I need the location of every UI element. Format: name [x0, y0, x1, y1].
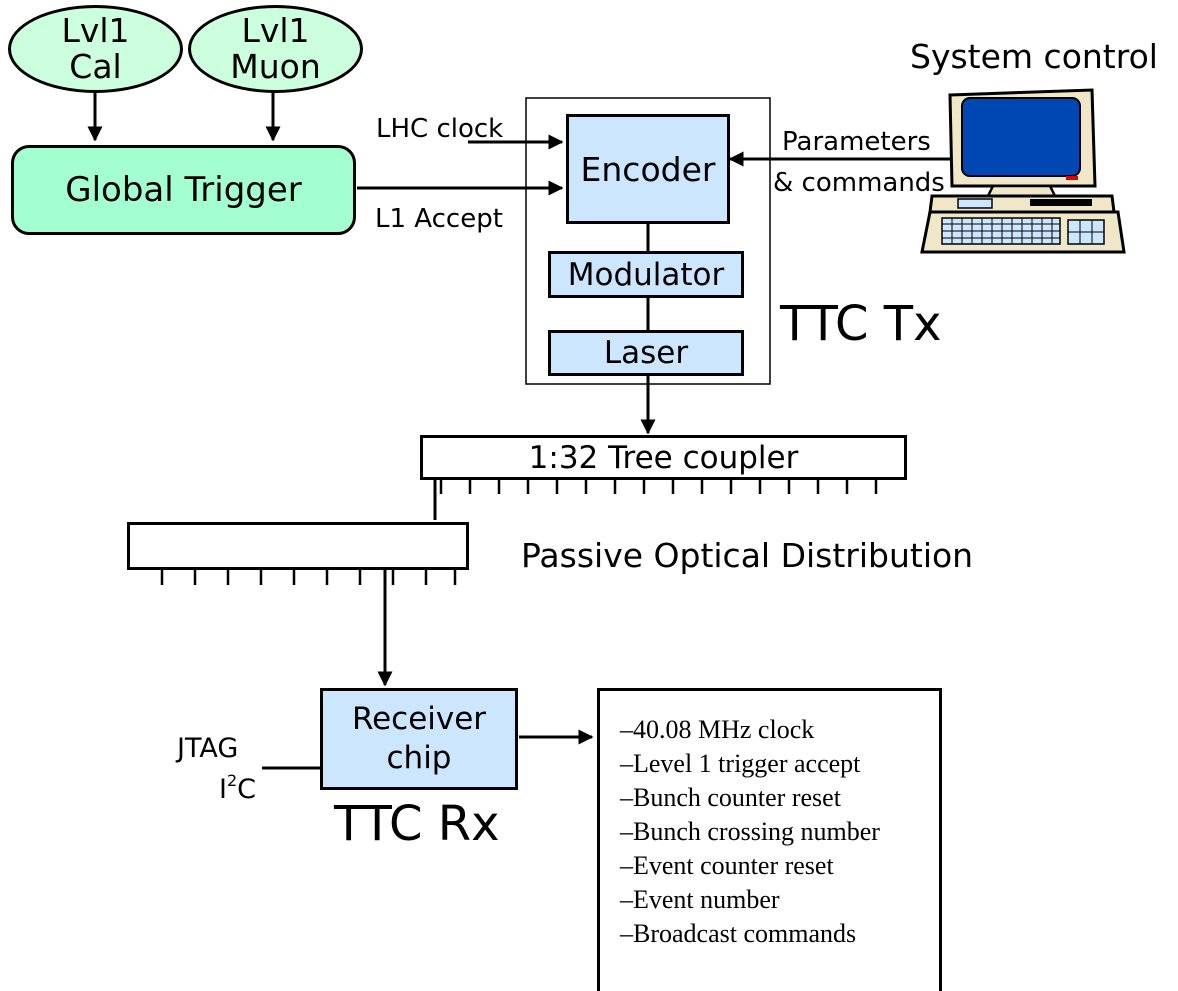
lvl1-cal-line1: Lvl1: [61, 10, 130, 50]
lvl1-cal-line2: Cal: [69, 47, 122, 86]
laser-node: Laser: [548, 330, 744, 376]
receiver-chip-line1: Receiver: [351, 701, 487, 738]
ttc-rx-label: TTC Rx: [334, 796, 500, 852]
jtag-label: JTAG: [177, 733, 239, 764]
l1-accept-label: L1 Accept: [375, 204, 503, 234]
tree-coupler-label: 1:32 Tree coupler: [528, 439, 799, 476]
output-item: –40.08 MHz clock: [620, 715, 815, 744]
output-item: –Event number: [620, 885, 780, 914]
splitter-ticks: [160, 568, 457, 585]
output-item: –Broadcast commands: [620, 919, 857, 948]
lvl1-muon-node: Lvl1 Muon: [188, 5, 363, 93]
i2c-sup: 2: [226, 771, 238, 790]
encoder-node: Encoder: [566, 114, 730, 224]
tree-coupler-node: 1:32 Tree coupler: [420, 435, 907, 480]
output-item: –Level 1 trigger accept: [620, 749, 861, 778]
ttc-tx-label: TTC Tx: [780, 296, 942, 352]
output-item: –Bunch counter reset: [620, 783, 841, 812]
output-item: –Event counter reset: [620, 851, 834, 880]
system-control-label: System control: [910, 37, 1158, 76]
ttc-tx-enclosure: [525, 97, 771, 385]
receiver-chip-line2: chip: [386, 740, 452, 776]
computer-icon: [920, 88, 1126, 254]
lvl1-muon-line2: Muon: [230, 47, 321, 86]
ttc-rx-outputs-box: –40.08 MHz clock –Level 1 trigger accept…: [597, 688, 942, 991]
global-trigger-node: Global Trigger: [11, 145, 356, 235]
modulator-label: Modulator: [567, 256, 725, 293]
encoder-label: Encoder: [580, 149, 716, 189]
lhc-clock-label: LHC clock: [376, 114, 504, 144]
laser-label: Laser: [603, 335, 689, 371]
lvl1-muon-line1: Lvl1: [241, 10, 310, 50]
output-item: –Bunch crossing number: [620, 817, 880, 846]
commands-label: & commands: [773, 168, 945, 198]
lvl1-cal-node: Lvl1 Cal: [8, 5, 183, 93]
i2c-base: I: [219, 774, 227, 805]
global-trigger-label: Global Trigger: [65, 170, 302, 210]
i2c-tail: C: [237, 774, 257, 805]
tree-coupler-ticks: [439, 478, 878, 494]
receiver-chip-node: Receiver chip: [320, 688, 518, 790]
parameters-label: Parameters: [782, 127, 931, 157]
outputs-list: –40.08 MHz clock –Level 1 trigger accept…: [620, 713, 939, 951]
i2c-label: I2C: [219, 771, 257, 805]
splitter-node: [127, 522, 469, 570]
passive-optical-label: Passive Optical Distribution: [521, 536, 974, 575]
modulator-node: Modulator: [548, 251, 744, 298]
